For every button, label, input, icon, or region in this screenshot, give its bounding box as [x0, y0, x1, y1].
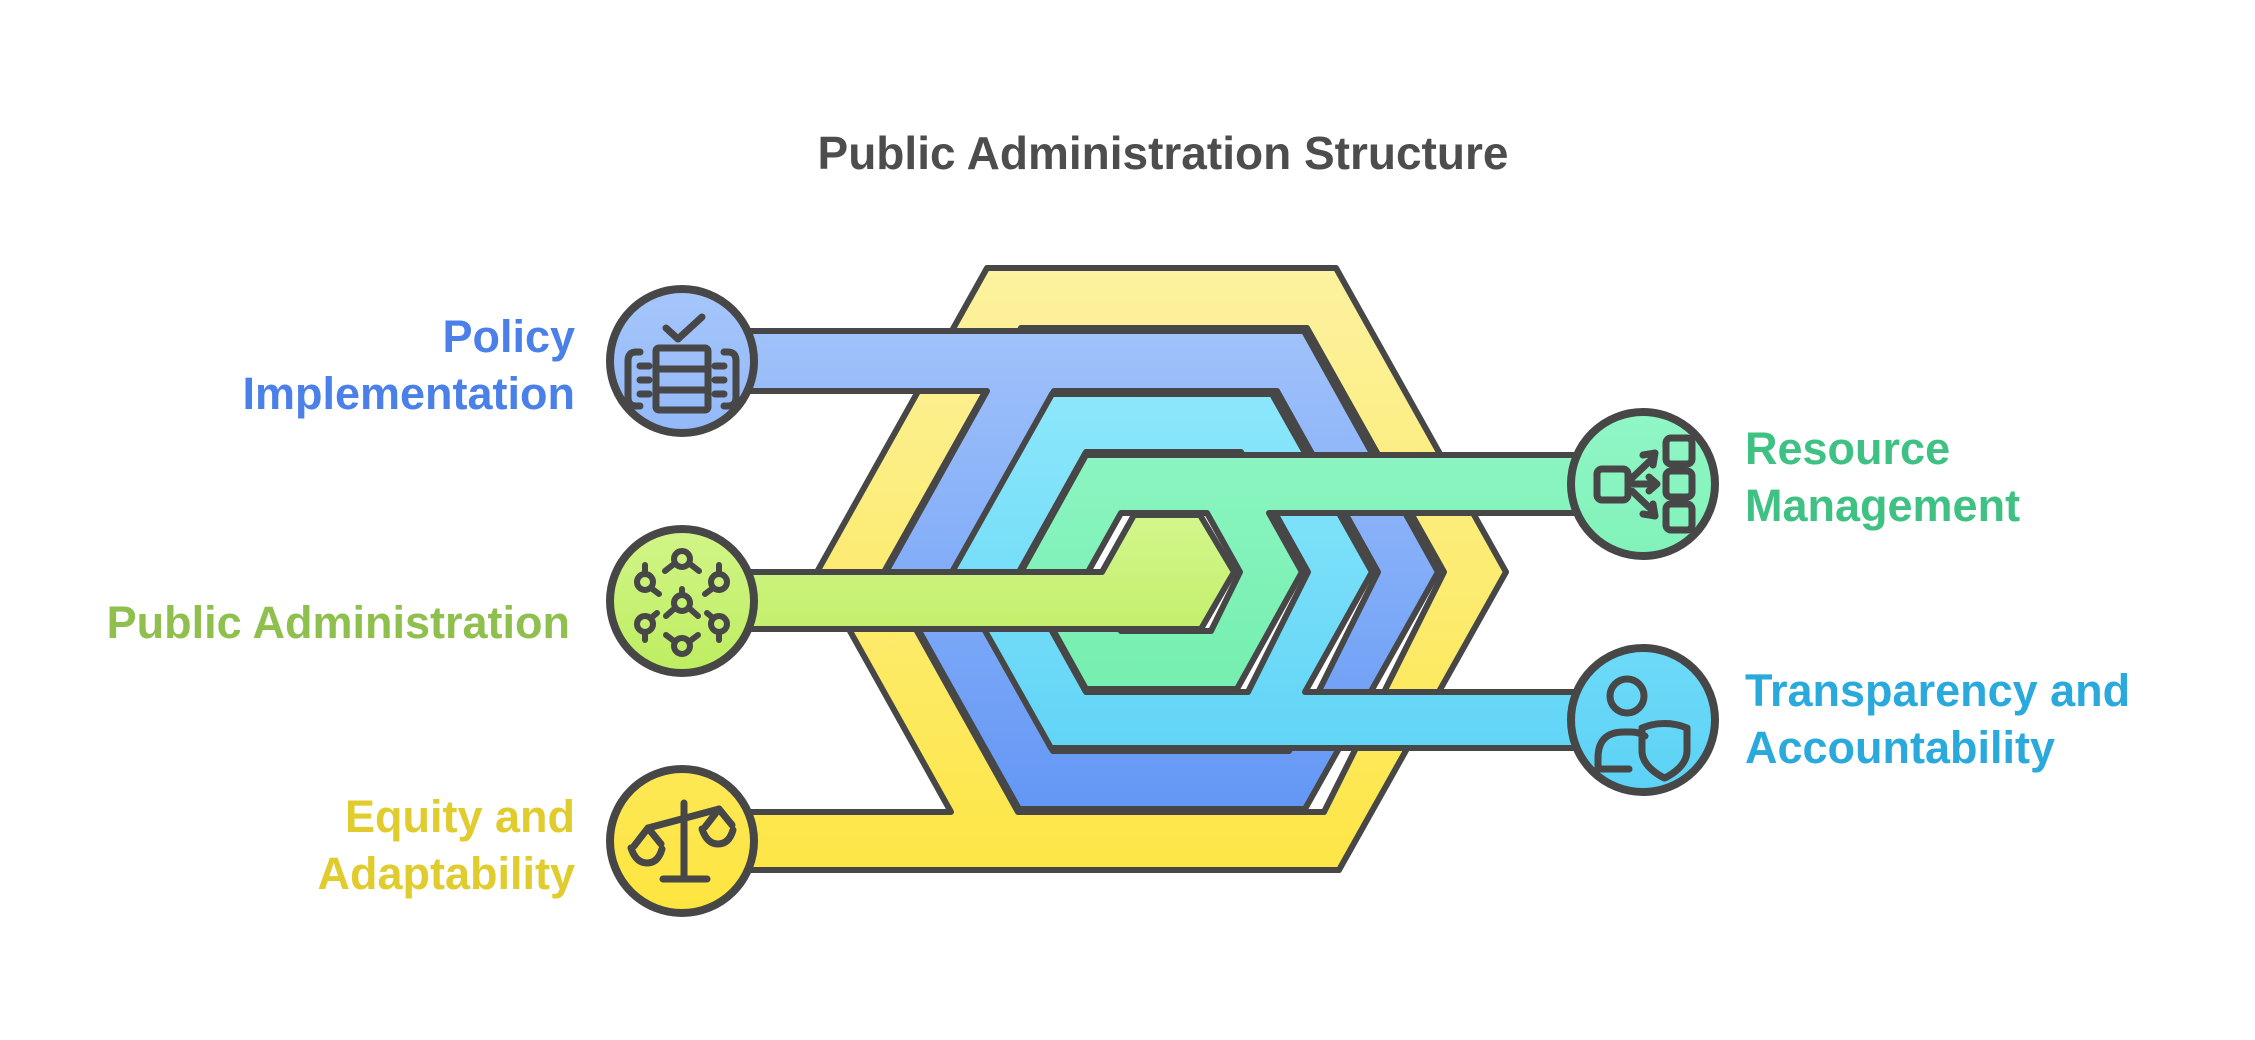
label-line: Equity and [344, 791, 575, 842]
label-line: Management [1745, 480, 2021, 531]
person-shield-icon [1594, 675, 1691, 782]
label-line: Adaptability [317, 848, 575, 899]
checklist-table-icon [624, 313, 740, 414]
label-resource-management: Resource Management [1745, 420, 2215, 534]
transparency-accountability-node [1567, 644, 1719, 796]
label-transparency-accountability: Transparency and Accountability [1745, 662, 2235, 776]
label-line: Implementation [242, 368, 575, 419]
label-line: Resource [1745, 423, 1951, 474]
network-nodes-icon [634, 548, 730, 657]
label-policy-implementation: Policy Implementation [150, 308, 575, 422]
public-administration-core-shape [679, 512, 1237, 632]
label-line: Public Administration [106, 597, 570, 648]
label-line: Accountability [1745, 722, 2056, 773]
label-public-administration: Public Administration [55, 594, 570, 651]
label-line: Transparency and [1745, 665, 2131, 716]
balance-scale-icon [627, 799, 737, 883]
label-line: Policy [442, 311, 575, 362]
label-equity-adaptability: Equity and Adaptability [150, 788, 575, 902]
distribution-icon [1593, 434, 1696, 534]
page-title: Public Administration Structure [817, 127, 1509, 179]
